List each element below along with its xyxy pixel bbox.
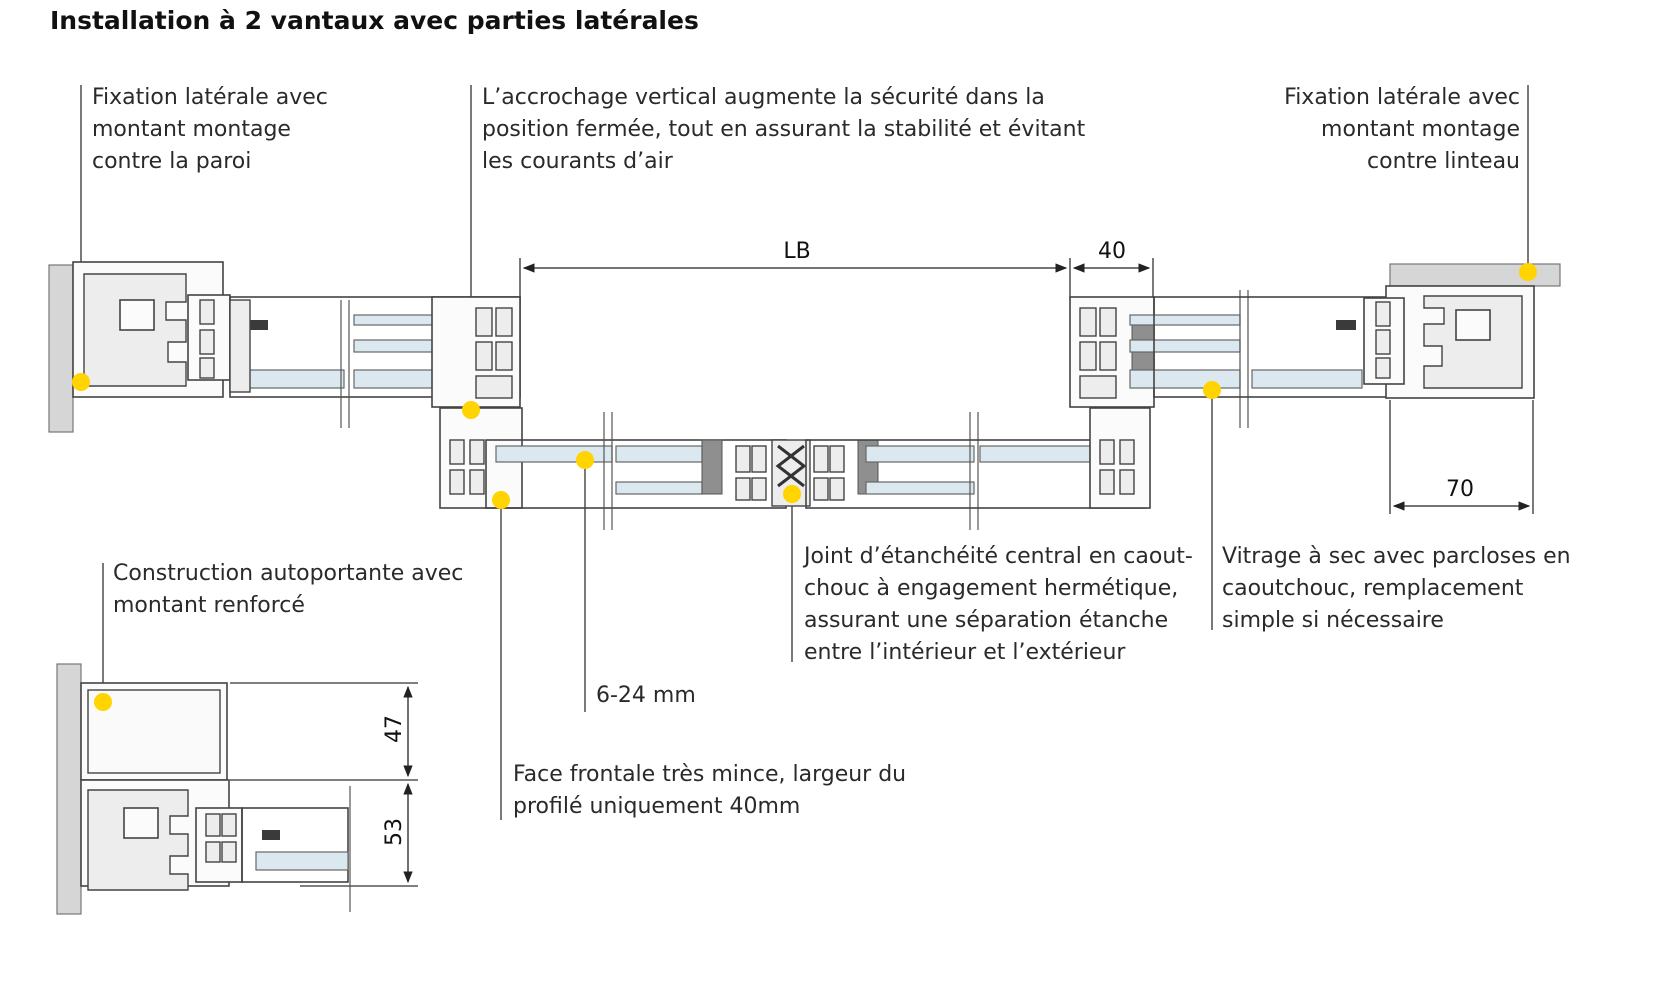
left-hook-profile xyxy=(431,296,521,408)
annotation-line: entre l’intérieur et l’extérieur xyxy=(804,640,1126,665)
dimension-side-width: 70 xyxy=(1389,400,1534,514)
annotation-line: contre la paroi xyxy=(92,149,252,174)
annotation-line: caoutchouc, remplacement xyxy=(1222,576,1524,601)
annotation-line: simple si nécessaire xyxy=(1222,608,1444,633)
annotation-line: contre linteau xyxy=(1367,149,1520,174)
annotation-line: 6-24 mm xyxy=(596,683,696,708)
annotation-line: chouc à engagement hermétique, xyxy=(804,576,1179,601)
right-side-profile xyxy=(1336,285,1535,399)
dimension-heights: 47 53 xyxy=(230,682,418,887)
annotation-line: montant renforcé xyxy=(113,593,305,618)
annotation-line: Joint d’étanchéité central en caout- xyxy=(804,544,1193,569)
annotation-line: Face frontale très mince, largeur du xyxy=(513,762,907,787)
central-leaf-left xyxy=(439,407,787,530)
dimension-profile-width-label: 40 xyxy=(1098,239,1126,264)
central-seal xyxy=(771,439,811,507)
annotation-line: les courants d’air xyxy=(482,149,673,174)
annotation-self-supporting: Construction autoportante avec montant r… xyxy=(113,558,463,622)
highlight-dot xyxy=(576,451,594,469)
dimension-lb-label: LB xyxy=(783,239,810,264)
annotation-line: profilé uniquement 40mm xyxy=(513,794,801,819)
highlight-dot xyxy=(783,485,801,503)
central-leaf-right xyxy=(805,407,1151,530)
left-side-profile xyxy=(72,261,521,398)
left-wall xyxy=(48,264,74,433)
annotation-left-fixation: Fixation latérale avec montant montage c… xyxy=(92,82,328,178)
highlight-dot xyxy=(462,401,480,419)
right-panel-glazing xyxy=(1129,290,1395,428)
highlight-dot xyxy=(94,693,112,711)
annotation-central-seal: Joint d’étanchéité central en caout- cho… xyxy=(804,541,1193,669)
dimension-lower-height-label: 53 xyxy=(382,818,407,846)
annotation-right-fixation: Fixation latérale avec montant montage c… xyxy=(1284,82,1520,178)
annotation-glass-thickness: 6-24 mm xyxy=(596,680,696,712)
annotation-slim-face: Face frontale très mince, largeur du pro… xyxy=(513,759,906,823)
annotation-line: montant montage xyxy=(1321,117,1520,142)
annotation-line: position fermée, tout en assurant la sta… xyxy=(482,117,1086,142)
dimension-side-width-label: 70 xyxy=(1446,477,1474,502)
annotation-line: Fixation latérale avec xyxy=(1284,85,1520,110)
annotation-line: montant montage xyxy=(92,117,291,142)
diagram-title: Installation à 2 vantaux avec parties la… xyxy=(50,6,699,35)
highlight-dot xyxy=(492,491,510,509)
dimension-upper-height-label: 47 xyxy=(382,715,407,743)
annotation-line: Vitrage à sec avec parcloses en xyxy=(1222,544,1571,569)
annotation-dry-glazing: Vitrage à sec avec parcloses en caoutcho… xyxy=(1222,541,1571,637)
highlight-dot xyxy=(72,373,90,391)
bottom-side-profile xyxy=(80,779,351,912)
dimension-lb: LB xyxy=(519,239,1071,300)
bottom-wall xyxy=(56,663,82,915)
annotation-line: L’accrochage vertical augmente la sécuri… xyxy=(482,85,1045,110)
annotation-line: Construction autoportante avec xyxy=(113,561,464,586)
annotation-vertical-hook: L’accrochage vertical augmente la sécuri… xyxy=(482,82,1085,178)
dimension-profile-width: 40 xyxy=(1072,239,1154,300)
annotation-line: assurant une séparation étanche xyxy=(804,608,1169,633)
annotation-line: Fixation latérale avec xyxy=(92,85,328,110)
highlight-dot xyxy=(1203,381,1221,399)
highlight-dot xyxy=(1519,263,1537,281)
